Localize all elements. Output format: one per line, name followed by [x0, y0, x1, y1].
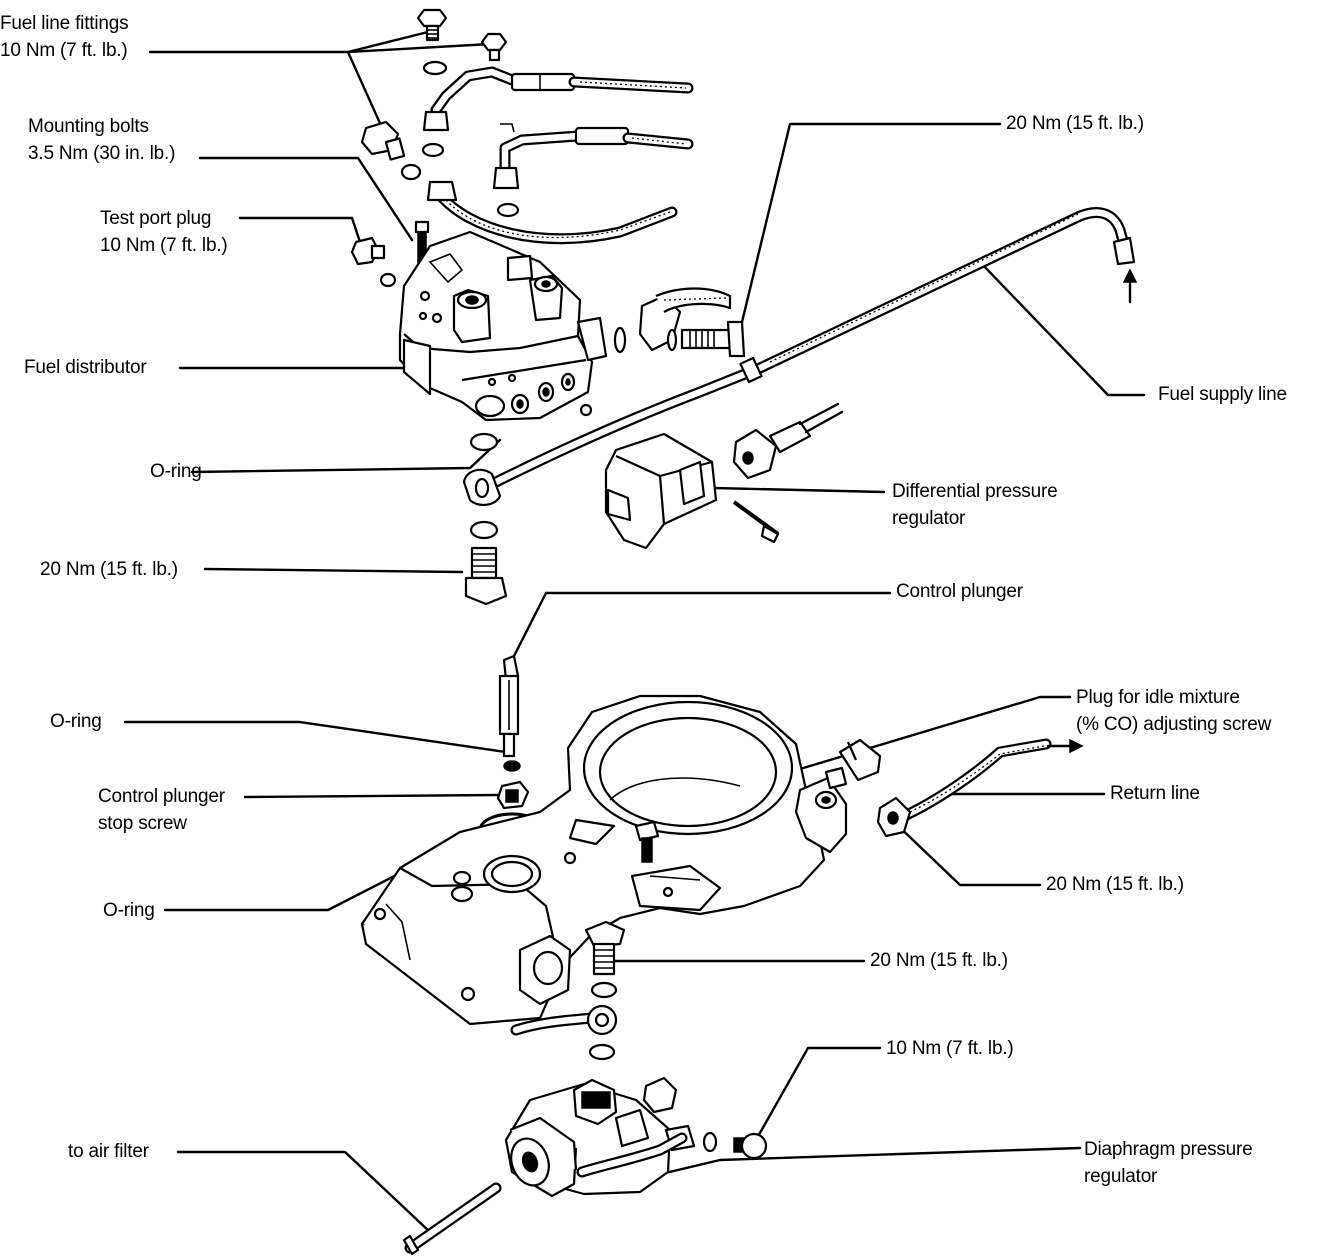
lower-fuel-line-banjo	[510, 1004, 618, 1036]
o-ring-base-banjo	[590, 981, 618, 999]
fitting-hex-left	[360, 120, 406, 161]
fuel-supply-line	[462, 207, 1138, 506]
sensor-electrical-connector	[794, 738, 882, 854]
control-plunger-stop-screw	[496, 780, 530, 810]
label-o-ring-plunger: O-ring	[50, 711, 102, 732]
return-hose-upper	[426, 180, 678, 245]
label-fuel-line-fittings: Fuel line fittings 10 Nm (7 ft. lb.)	[0, 13, 129, 61]
label-control-plunger-stop-screw: Control plunger stop screw	[98, 786, 225, 834]
o-ring-fitting	[421, 142, 445, 158]
air-filter-hose	[402, 1182, 502, 1256]
o-ring-regulator-plug	[702, 1131, 718, 1153]
label-test-port-plug: Test port plug 10 Nm (7 ft. lb.)	[100, 208, 228, 256]
base-hold-down-bolt	[634, 820, 660, 863]
o-ring-side	[613, 326, 627, 354]
label-control-plunger: Control plunger	[896, 581, 1023, 602]
label-return-line: Return line	[1110, 783, 1200, 804]
injector-fuel-line-upper	[422, 66, 694, 132]
label-torque-return-line: 20 Nm (15 ft. lb.)	[1046, 874, 1184, 895]
regulator-plug	[733, 1132, 768, 1160]
test-port-plug	[350, 236, 397, 288]
label-mounting-bolts: Mounting bolts 3.5 Nm (30 in. lb.)	[28, 116, 176, 164]
o-ring-banjo-lower	[469, 520, 499, 540]
o-ring-fitting	[422, 60, 448, 76]
fuel-distributor	[398, 230, 608, 422]
banjo-bolt-top	[464, 546, 508, 606]
base-banjo-bolt	[584, 920, 626, 976]
return-line	[876, 738, 1084, 838]
label-diaphragm-pressure-regulator: Diaphragm pressure regulator	[1084, 1139, 1253, 1187]
o-ring-fitting	[400, 163, 422, 181]
o-ring-plunger	[503, 760, 521, 772]
injector-fuel-line-second	[492, 123, 694, 190]
o-ring-banjo-upper	[469, 432, 499, 452]
o-ring-lower	[588, 1043, 616, 1061]
o-ring-fitting	[496, 202, 520, 218]
label-fuel-distributor: Fuel distributor	[24, 357, 147, 378]
fuel-line-fitting-bolt-second	[480, 32, 508, 62]
differential-pressure-regulator	[604, 402, 844, 550]
supply-line-banjo-fitting	[638, 287, 746, 358]
air-flow-sensor-housing	[360, 694, 826, 1026]
label-torque-base-bolt: 20 Nm (15 ft. lb.)	[870, 950, 1008, 971]
control-plunger	[498, 654, 520, 758]
fuel-line-fitting-bolt-top	[416, 8, 448, 42]
label-differential-pressure-regulator: Differential pressure regulator	[892, 481, 1058, 529]
label-torque-supply-fitting: 20 Nm (15 ft. lb.)	[1006, 113, 1144, 134]
label-torque-regulator-plug: 10 Nm (7 ft. lb.)	[886, 1038, 1014, 1059]
label-o-ring-base: O-ring	[103, 900, 155, 921]
diaphragm-pressure-regulator	[504, 1076, 696, 1198]
label-fuel-supply-line: Fuel supply line	[1158, 384, 1287, 405]
label-to-air-filter: to air filter	[68, 1141, 149, 1162]
label-plug-idle-mixture: Plug for idle mixture (% CO) adjusting s…	[1076, 687, 1272, 735]
label-o-ring-top: O-ring	[150, 461, 202, 482]
label-torque-banjo-top: 20 Nm (15 ft. lb.)	[40, 559, 178, 580]
